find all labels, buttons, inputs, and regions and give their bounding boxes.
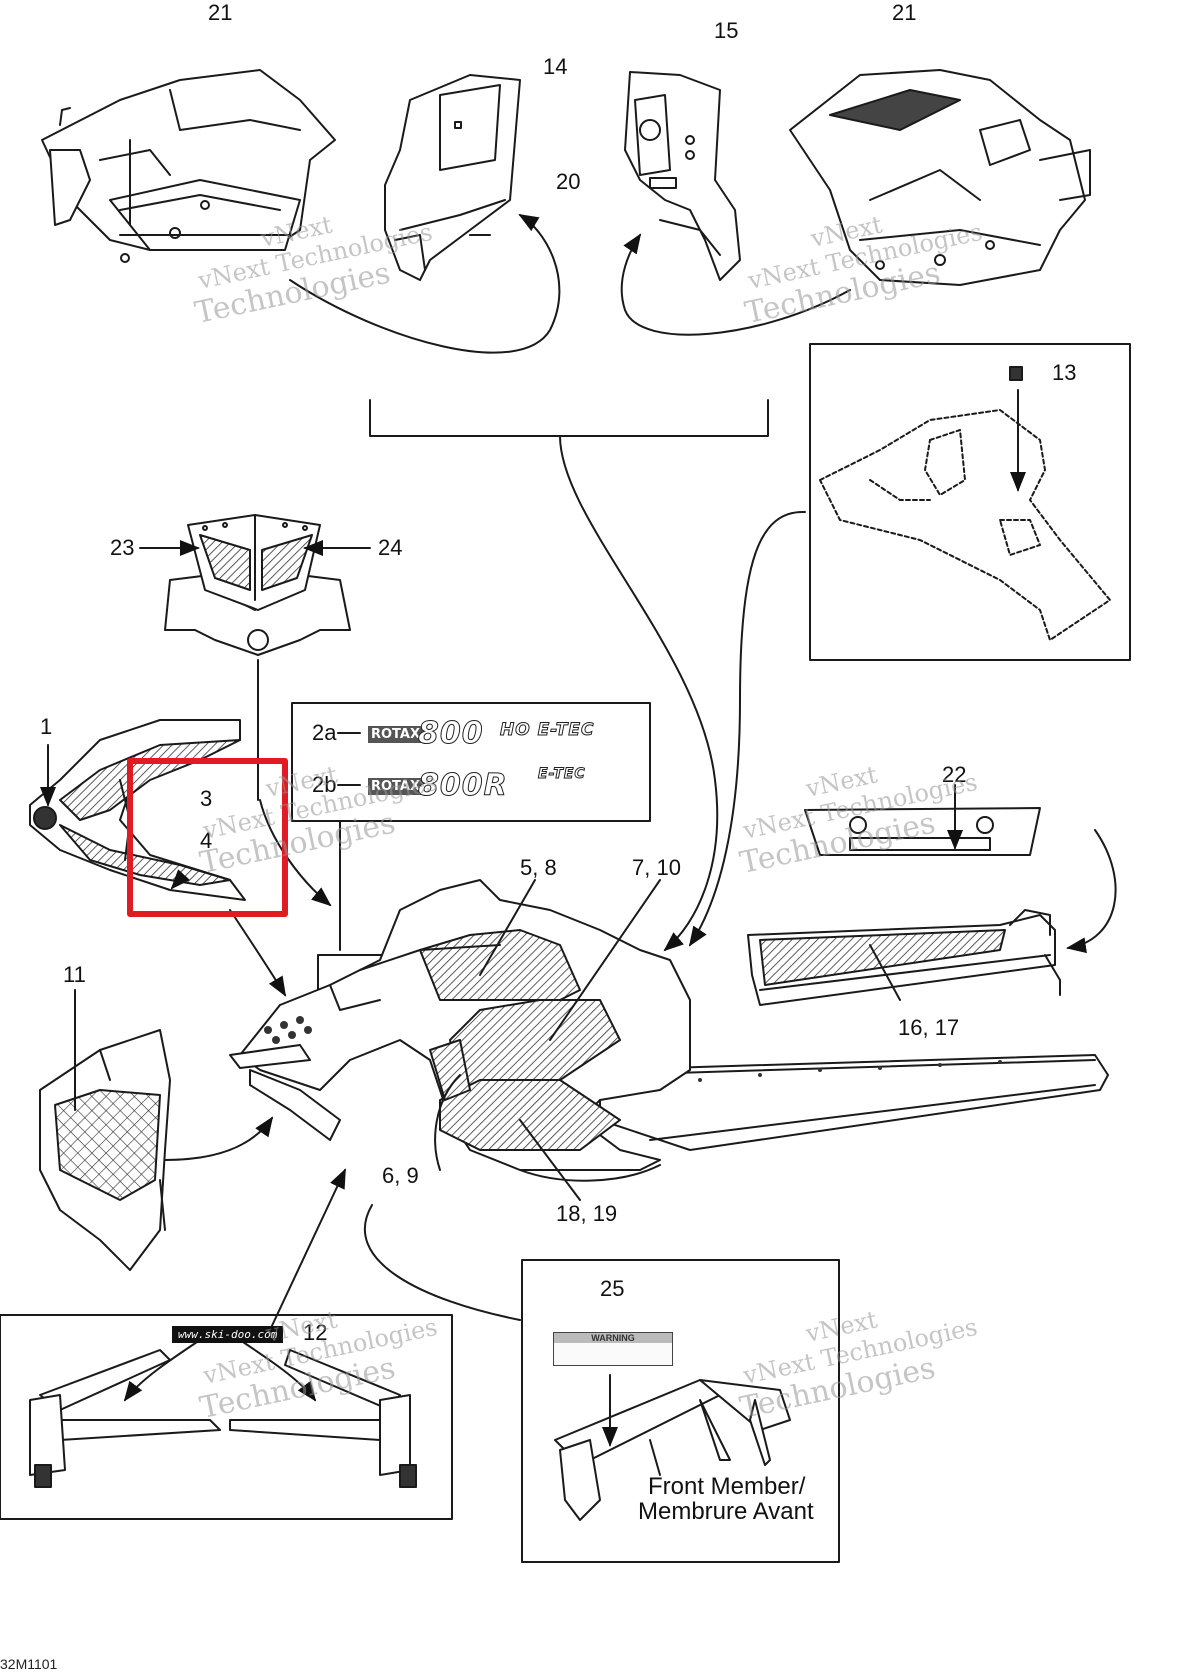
caption-line-1: Front Member/ [648,1473,806,1500]
ski-doo-url-decal: www.ski-doo.com [172,1326,284,1343]
callout-7-10: 7, 10 [632,855,681,880]
front-nose [164,514,351,656]
warning-decal: WARNING [553,1332,673,1366]
callout-20: 20 [556,169,581,194]
callout-5-8: 5, 8 [520,855,557,880]
drawing-code: 32M1101 [0,1656,58,1672]
caption-line-2: Membrure Avant [638,1498,814,1526]
rotax-800r-decal: ROTAX 800R E-TEC [368,766,628,804]
callout-2b: 2b [312,772,337,797]
callout-12: 12 [303,1320,328,1345]
rotax-800-ho-decal: ROTAX 800 HO E-TEC [368,716,618,752]
box-13 [809,343,1131,661]
callout-21-right: 21 [892,0,917,25]
callout-1: 1 [40,714,53,739]
callout-13: 13 [1052,360,1077,385]
windshield [39,1029,171,1271]
callout-24: 24 [378,535,403,560]
box-25 [521,1259,840,1563]
front-arms [29,1339,417,1488]
callout-22: 22 [942,762,967,787]
panel-14 [384,74,521,281]
callout-4: 4 [200,828,213,853]
dash-console [819,409,1111,641]
callout-23: 23 [110,535,135,560]
rotax-brand: ROTAX [368,726,424,743]
callout-25: 25 [600,1276,625,1301]
rotax-brand: ROTAX [368,778,424,795]
side-panel-right [789,69,1091,286]
rotax-model: 800 [418,716,484,752]
callout-6-9: 6, 9 [382,1163,419,1188]
rotax-suffix: HO E-TEC [499,720,595,741]
main-sled [229,879,1109,1182]
callout-14: 14 [543,54,568,79]
callout-3: 3 [200,786,213,811]
decal-22 [804,784,1041,856]
front-member [554,1374,791,1521]
box-12 [0,1314,453,1520]
side-panel-left [41,69,336,263]
rotax-model: 800R [418,768,508,804]
callout-15: 15 [714,18,739,43]
callout-16-17: 16, 17 [898,1015,960,1040]
callout-18-19: 18, 19 [556,1201,618,1226]
front-member-caption: Front Member/ Membrure Avant [638,1473,814,1526]
callout-2a: 2a [312,720,337,745]
decal-box [291,702,651,822]
tunnel-side [747,909,1061,1006]
panel-15 [624,71,741,281]
callout-21-left: 21 [208,0,233,25]
highlight-box [127,758,288,917]
warning-header: WARNING [554,1333,672,1343]
rotax-suffix: E-TEC [538,766,586,783]
callout-11: 11 [63,962,86,987]
